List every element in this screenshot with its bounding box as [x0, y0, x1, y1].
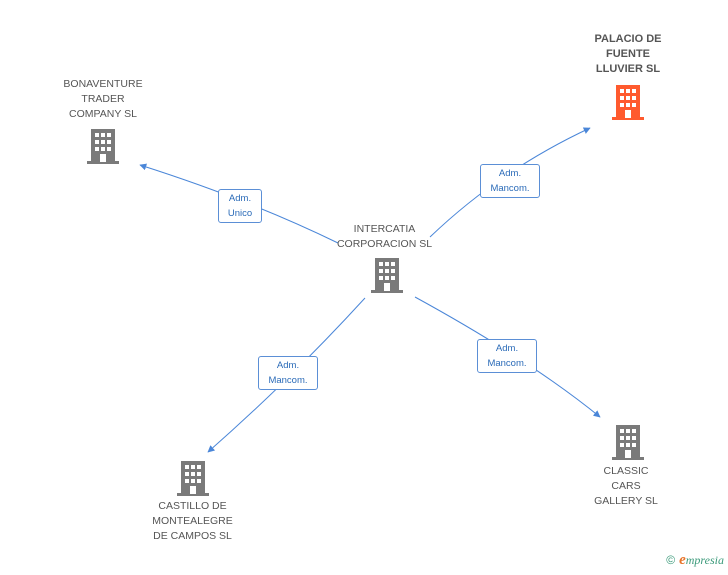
- node-label-palacio[interactable]: PALACIO DE FUENTE LLUVIER SL: [594, 33, 662, 75]
- edge-label-to-palacio: Adm. Mancom.: [480, 164, 540, 198]
- node-label-castillo[interactable]: CASTILLO DE MONTEALEGRE DE CAMPOS SL: [152, 500, 233, 542]
- building-icon: [371, 258, 403, 293]
- node-label-intercatia[interactable]: INTERCATIA CORPORACION SL: [336, 223, 433, 250]
- brand-logo-text: mpresia: [685, 553, 724, 567]
- node-label-bonaventure[interactable]: BONAVENTURE TRADER COMPANY SL: [63, 78, 143, 120]
- building-icon-focus: [612, 85, 644, 120]
- copyright-icon: ©: [666, 553, 676, 567]
- edge-label-to-classic: Adm. Mancom.: [477, 339, 537, 373]
- building-icon: [612, 425, 644, 460]
- edge-label-to-castillo: Adm. Mancom.: [258, 356, 318, 390]
- brand-logo-initial: e: [679, 552, 686, 568]
- building-icon: [87, 129, 119, 164]
- brand-footer[interactable]: ©empresia: [666, 552, 724, 569]
- edge-label-to-bonaventure: Adm. Unico: [218, 189, 262, 223]
- building-icon: [177, 461, 209, 496]
- node-label-classic[interactable]: CLASSIC CARS GALLERY SL: [594, 465, 658, 507]
